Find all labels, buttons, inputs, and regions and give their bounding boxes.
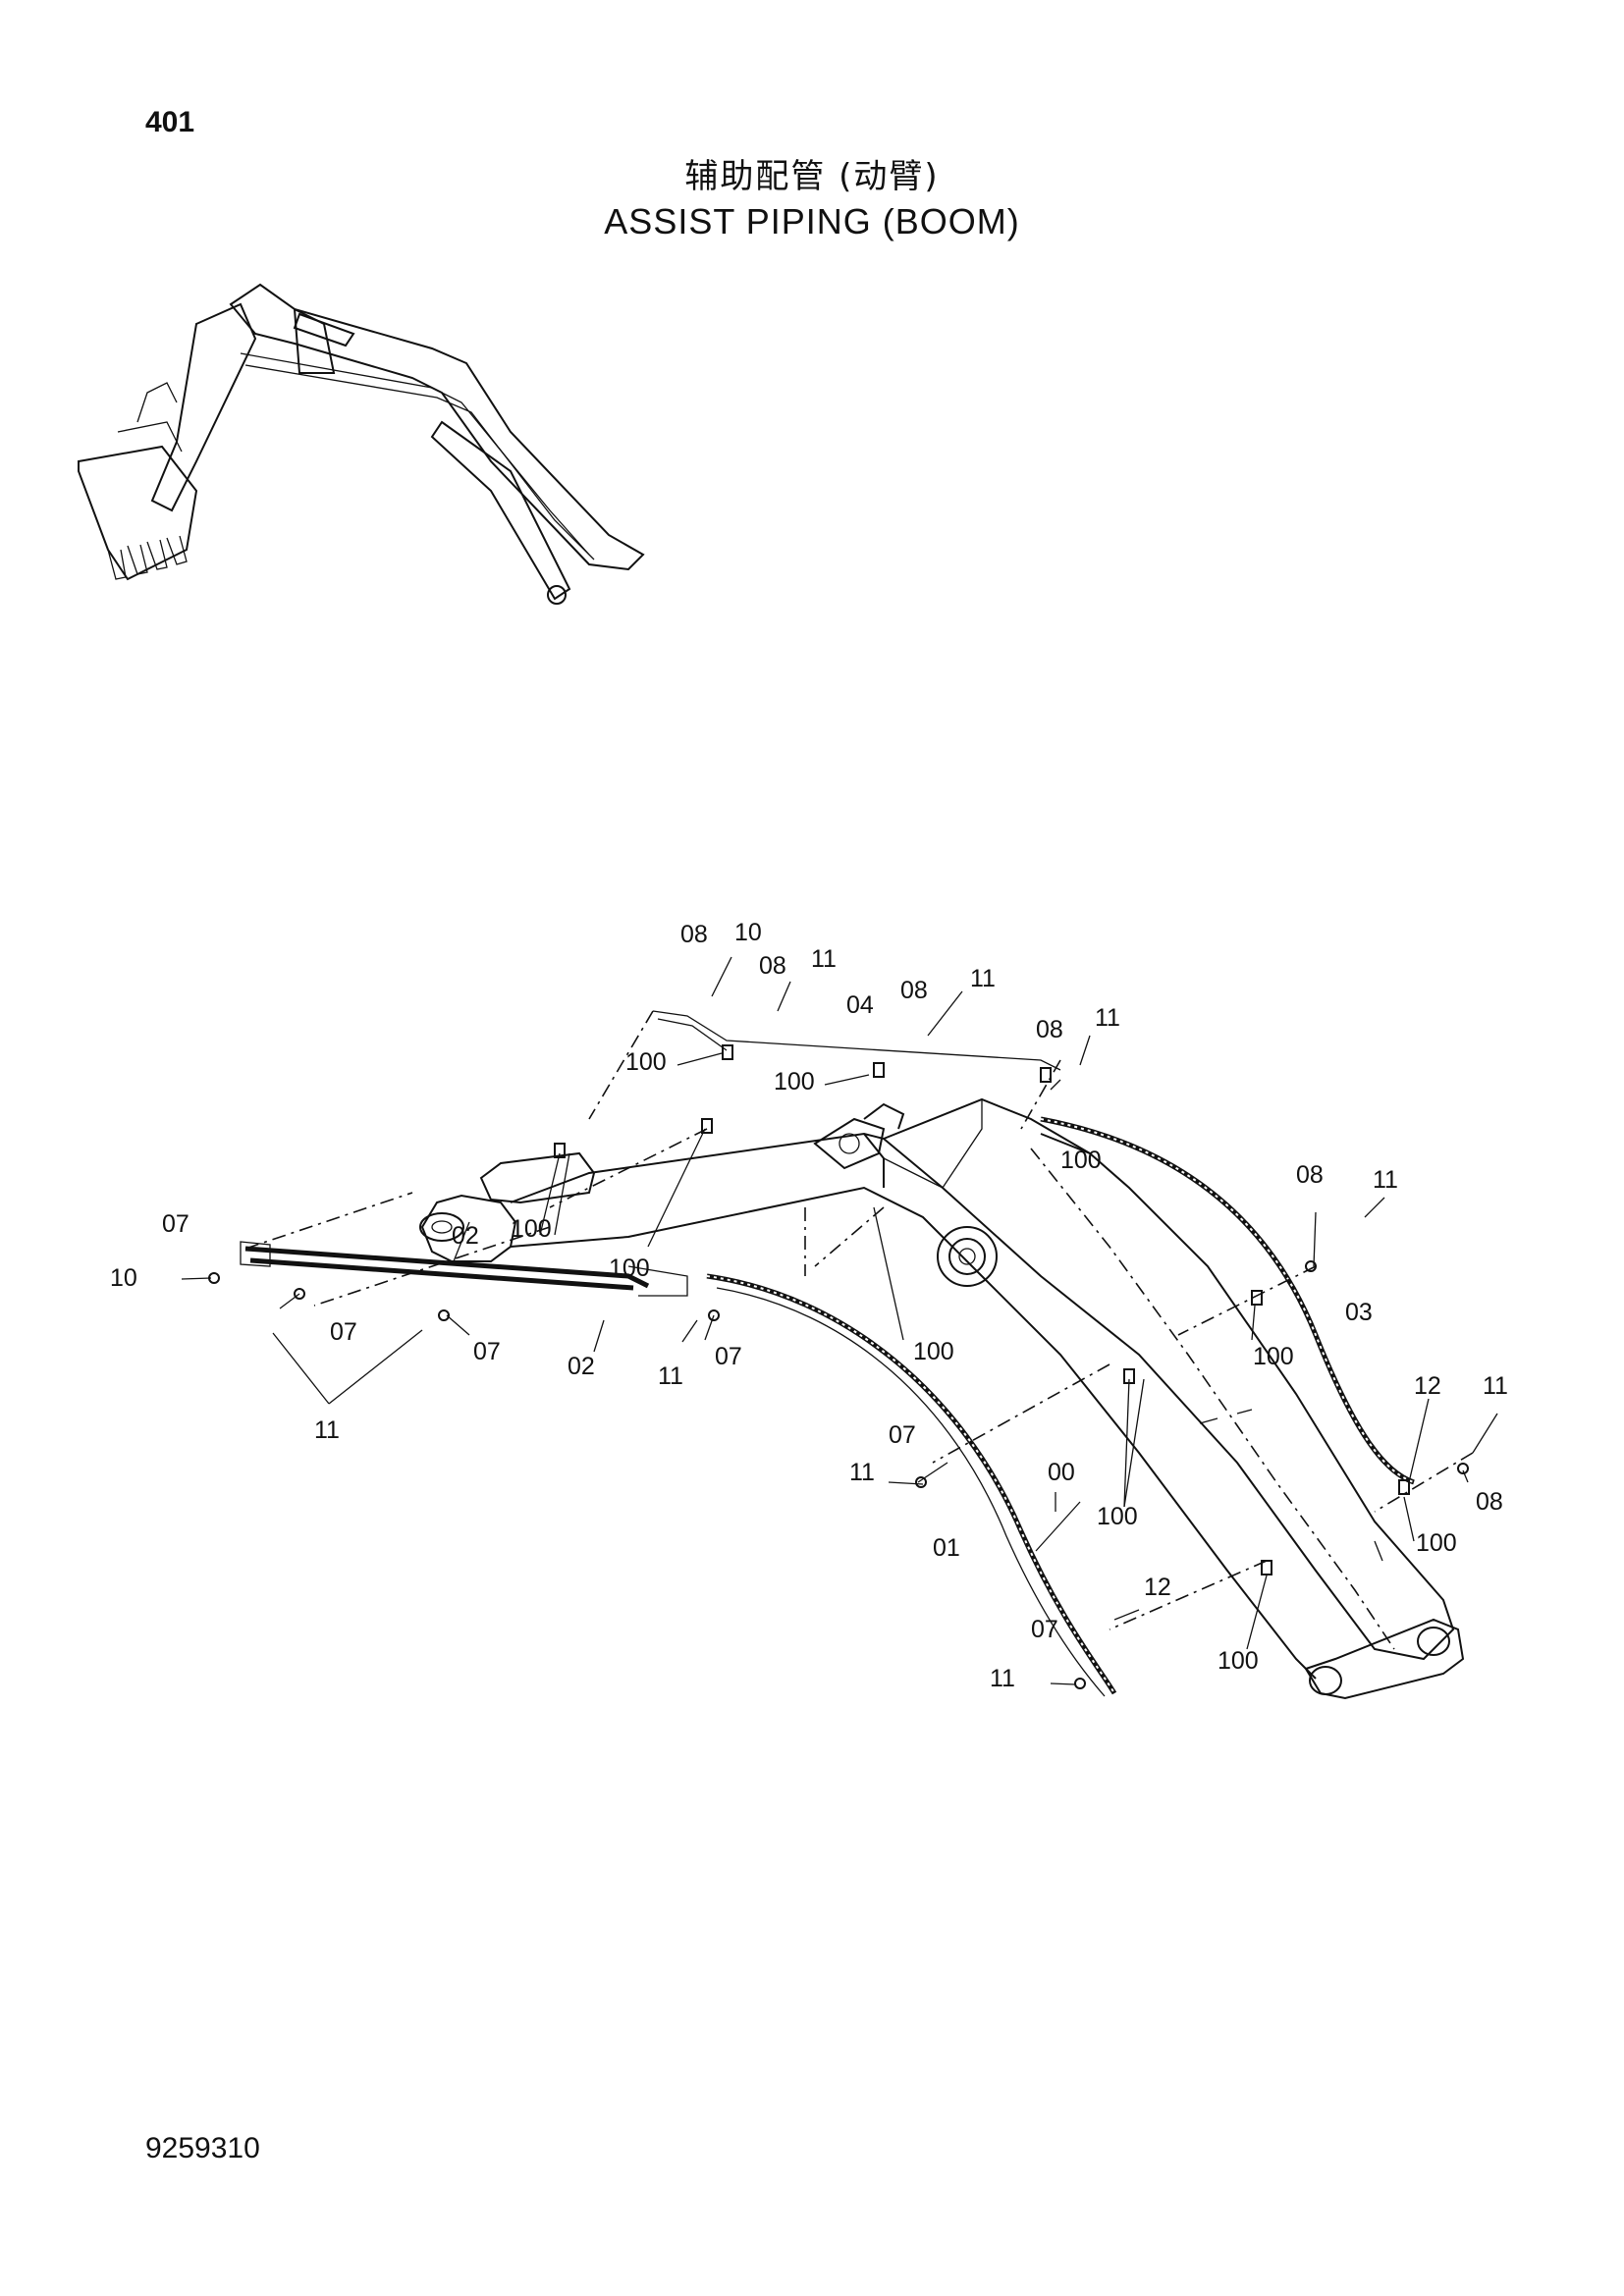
callout-11: 11 (1483, 1372, 1508, 1400)
callout-100: 100 (609, 1255, 650, 1282)
callout-08: 08 (680, 921, 708, 948)
callout-11: 11 (1095, 1004, 1120, 1032)
callout-100: 100 (1253, 1343, 1294, 1370)
callout-11: 11 (658, 1362, 683, 1390)
callout-08: 08 (759, 952, 786, 980)
callout-01: 01 (933, 1534, 960, 1562)
callout-11: 11 (990, 1665, 1015, 1692)
title-chinese: 辅助配管 (动臂) (684, 157, 940, 196)
callout-12: 12 (1144, 1574, 1171, 1601)
callout-12: 12 (1414, 1372, 1441, 1400)
document-number: 9259310 (145, 2132, 260, 2164)
callout-11: 11 (314, 1416, 340, 1444)
callout-08: 08 (1036, 1016, 1063, 1043)
callout-11: 11 (1373, 1166, 1398, 1194)
callout-100: 100 (774, 1068, 815, 1095)
callout-100: 100 (511, 1215, 552, 1243)
leader-lines (181, 956, 1498, 1685)
callout-100: 100 (1218, 1647, 1259, 1675)
callout-07: 07 (1031, 1616, 1058, 1643)
thumbnail-excavator-illustration (78, 283, 645, 605)
callout-07: 07 (715, 1343, 742, 1370)
callout-10: 10 (734, 919, 762, 946)
callout-11: 11 (849, 1459, 875, 1486)
callout-11: 11 (970, 965, 996, 992)
callout-08: 08 (1296, 1161, 1324, 1189)
callout-100: 100 (913, 1338, 954, 1365)
callout-100: 100 (625, 1048, 667, 1076)
callout-08: 08 (900, 977, 928, 1004)
callout-00: 00 (1048, 1459, 1075, 1486)
callout-100: 100 (1416, 1529, 1457, 1557)
callout-02: 02 (568, 1353, 595, 1380)
page-number: 401 (145, 106, 195, 138)
title-english: ASSIST PIPING (BOOM) (604, 201, 1020, 241)
main-boom-illustration (208, 1010, 1474, 1700)
callout-08: 08 (1476, 1488, 1503, 1516)
callout-07: 07 (162, 1210, 189, 1238)
callout-07: 07 (330, 1318, 357, 1346)
callout-07: 07 (889, 1421, 916, 1449)
callout-04: 04 (846, 991, 874, 1019)
callout-100: 100 (1060, 1147, 1102, 1174)
callout-03: 03 (1345, 1299, 1373, 1326)
callout-labels: 08 10 08 11 04 08 11 08 11 100 100 100 1… (110, 919, 1508, 1692)
callout-02: 02 (452, 1222, 479, 1250)
callout-100: 100 (1097, 1503, 1138, 1530)
callout-11: 11 (811, 945, 837, 973)
callout-10: 10 (110, 1264, 137, 1292)
callout-07: 07 (473, 1338, 501, 1365)
